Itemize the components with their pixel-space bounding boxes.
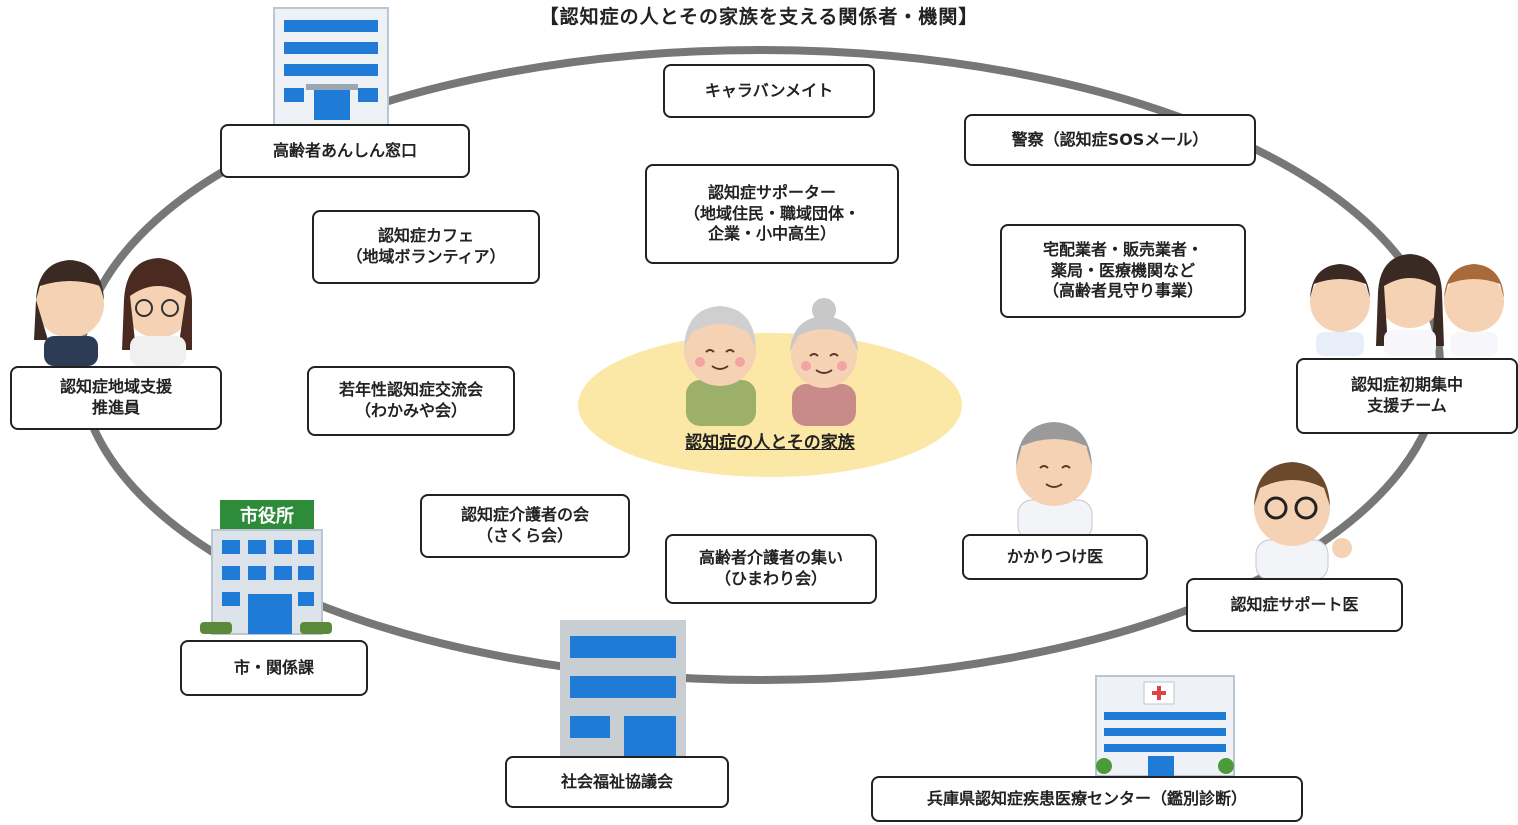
city-departments-box: 市・関係課	[180, 640, 368, 696]
elderly-man-illustration	[684, 306, 756, 426]
social-welfare-council-box: 社会福祉協議会	[505, 756, 729, 808]
police-box: 警察（認知症SOSメール）	[964, 114, 1256, 166]
delivery-businesses-box: 宅配業者・販売業者・ 薬局・医療機関など （高齢者見守り事業）	[1000, 224, 1246, 318]
elderly-couple-illustration	[684, 298, 858, 426]
family-doctor-box: かかりつけ医	[962, 534, 1148, 580]
family-doctor-illustration	[1016, 422, 1093, 541]
elderly-woman-illustration	[790, 298, 858, 426]
center-ellipse	[578, 333, 962, 477]
hospital-illustration	[1095, 675, 1235, 777]
young-onset-exchange-box: 若年性認知症交流会 （わかみや会）	[307, 366, 515, 436]
hyogo-medical-center-box: 兵庫県認知症疾患医療センター（鑑別診断）	[871, 776, 1303, 822]
support-doctor-illustration	[1254, 462, 1352, 581]
city-hall-illustration	[200, 500, 332, 635]
diagram-title: 【認知症の人とその家族を支える関係者・機関】	[539, 6, 979, 28]
dementia-supporter-box: 認知症サポーター （地域住民・職域団体・ 企業・小中高生）	[645, 164, 899, 264]
initial-support-team-illustration	[1310, 254, 1504, 356]
regional-support-promoter-box: 認知症地域支援 推進員	[10, 366, 222, 430]
caregiver-association-box: 認知症介護者の会 （さくら会）	[420, 494, 630, 558]
office-building-illustration	[273, 7, 389, 127]
caravan-mate-box: キャラバンメイト	[663, 64, 875, 118]
support-doctor-box: 認知症サポート医	[1186, 578, 1403, 632]
welfare-council-building-illustration	[560, 620, 686, 756]
support-staff-illustration	[34, 258, 192, 366]
elderly-anshin-box: 高齢者あんしん窓口	[220, 124, 470, 178]
dementia-cafe-box: 認知症カフェ （地域ボランティア）	[312, 210, 540, 284]
center-family-label: 認知症の人とその家族	[685, 433, 855, 453]
elderly-caregiver-gathering-box: 高齢者介護者の集い （ひまわり会）	[665, 534, 877, 604]
initial-support-team-box: 認知症初期集中 支援チーム	[1296, 358, 1518, 434]
city-hall-sign: 市役所	[240, 506, 294, 527]
